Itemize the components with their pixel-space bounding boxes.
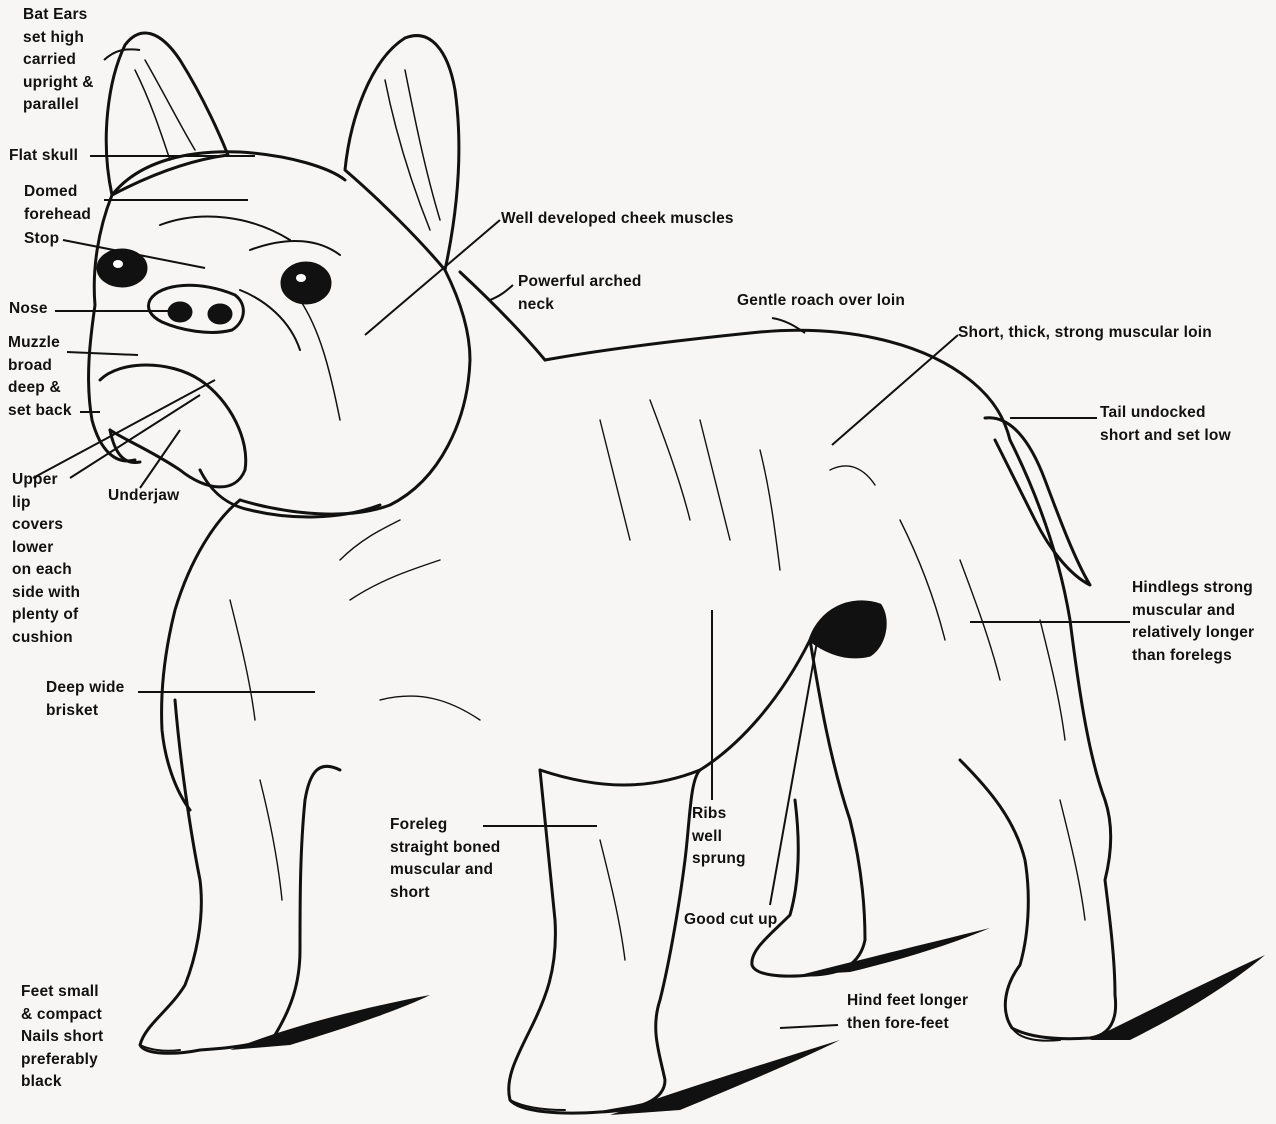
right-ear: [345, 36, 459, 270]
leader-muzzle: [67, 352, 138, 355]
shadow-front-left: [230, 995, 430, 1050]
label-muzzle: Muzzle broad deep & set back: [8, 332, 72, 422]
leader-hind-feet: [780, 1025, 838, 1028]
label-stop: Stop: [24, 228, 59, 251]
leader-cheek: [365, 220, 500, 335]
left-foreleg: [140, 700, 340, 1053]
back-outline: [545, 330, 1010, 440]
label-tail: Tail undocked short and set low: [1100, 402, 1231, 447]
right-foreleg: [509, 770, 700, 1113]
label-domed-forehead: Domed forehead: [24, 181, 91, 226]
label-roach: Gentle roach over loin: [737, 290, 905, 313]
label-cut-up: Good cut up: [684, 909, 777, 932]
label-hindlegs: Hindlegs strong muscular and relatively …: [1132, 577, 1254, 667]
label-hind-feet: Hind feet longer then fore-feet: [847, 990, 968, 1035]
label-upper-lip: Upper lip covers lower on each side with…: [12, 469, 80, 649]
belly-outline: [540, 640, 810, 785]
label-cheek-muscles: Well developed cheek muscles: [501, 208, 734, 231]
label-foreleg: Foreleg straight boned muscular and shor…: [390, 814, 500, 904]
leader-loin: [832, 335, 958, 445]
shadow-front-right: [610, 1040, 840, 1115]
label-brisket: Deep wide brisket: [46, 677, 124, 722]
leader-neck: [490, 285, 513, 300]
shadow-hind-near: [800, 928, 990, 975]
label-flat-skull: Flat skull: [9, 145, 78, 168]
leader-lines: [33, 49, 1130, 1028]
label-ribs: Ribs well sprung: [692, 803, 746, 871]
skull-outline: [112, 152, 345, 195]
label-nose: Nose: [9, 298, 48, 321]
right-eye: [282, 263, 330, 303]
label-loin: Short, thick, strong muscular loin: [958, 322, 1212, 345]
chest-outline: [162, 500, 240, 810]
leader-underjaw: [140, 430, 180, 488]
label-neck: Powerful arched neck: [518, 271, 642, 316]
left-ear: [106, 33, 228, 195]
label-bat-ears: Bat Ears set high carried upright & para…: [23, 4, 94, 117]
label-underjaw: Underjaw: [108, 485, 179, 508]
label-feet: Feet small & compact Nails short prefera…: [21, 981, 103, 1094]
